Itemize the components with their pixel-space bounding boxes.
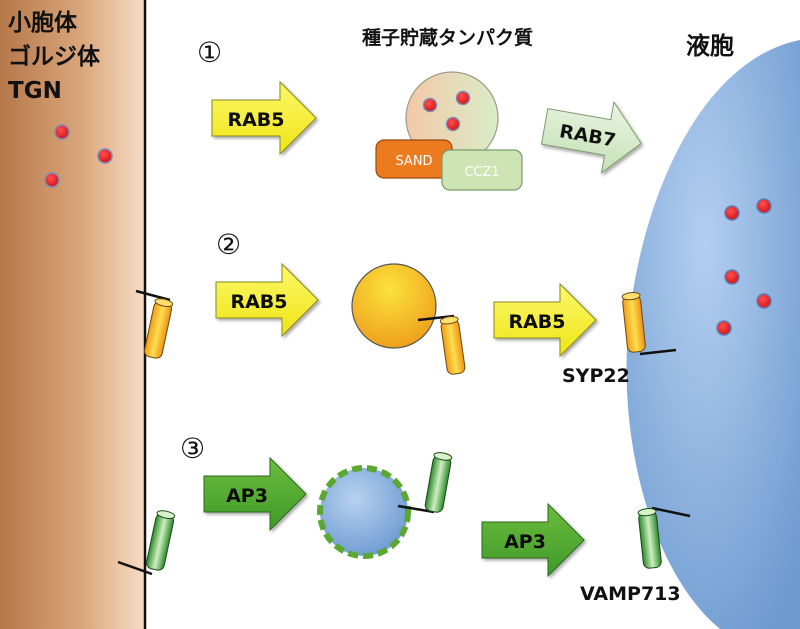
rab5-arrow-label: RAB5: [227, 109, 284, 131]
rab5-arrow: RAB5: [215, 262, 319, 338]
vacuole: 液胞: [626, 32, 800, 629]
vamp713-label: VAMP713: [580, 583, 681, 605]
vacuole-label: 液胞: [686, 32, 734, 60]
rab5-arrow-label: RAB5: [508, 311, 565, 333]
cargo-dot: [54, 124, 70, 140]
cargo-dot: [716, 320, 732, 336]
cargo-dot: [422, 97, 438, 113]
tgn-snare-green: [117, 510, 176, 576]
pathway-number-2: ②: [216, 228, 241, 261]
ap3-arrow: AP3: [203, 456, 307, 532]
cargo-dot: [724, 205, 740, 221]
pathway-number-3: ③: [180, 432, 205, 465]
compartment-label-er: 小胞体: [8, 9, 78, 36]
compartment-label-tgn: TGN: [8, 78, 62, 104]
cargo-dot: [455, 90, 471, 106]
pathway-number-1: ①: [197, 36, 222, 69]
tgn-snare-orange: [135, 289, 174, 359]
ccz1-protein: CCZ1: [441, 149, 523, 191]
cargo-dot: [97, 148, 113, 164]
cargo-dot: [756, 198, 772, 214]
compartment-label-golgi: ゴルジ体: [8, 43, 101, 70]
syp22-snare: SYP22: [562, 292, 677, 387]
rab5-vesicle: [351, 263, 466, 375]
rab5-arrow: RAB5: [493, 282, 597, 358]
storage-protein-label: 種子貯蔵タンパク質: [362, 26, 533, 49]
rab5-arrow-label: RAB5: [230, 291, 287, 313]
ap3-coated-vesicle: [317, 452, 453, 559]
pathway-1: ① 種子貯蔵タンパク質 RAB5 SAND CCZ1 RAB7: [197, 26, 642, 191]
vamp713-snare: VAMP713: [580, 506, 691, 605]
rab7-arrow: RAB7: [540, 100, 642, 175]
pathway-2: ② RAB5 RAB5: [135, 228, 677, 387]
cargo-dot: [756, 293, 772, 309]
ccz1-label: CCZ1: [464, 165, 499, 180]
er-golgi-tgn-compartment: 小胞体 ゴルジ体 TGN: [0, 0, 147, 629]
cargo-dot: [445, 116, 461, 132]
syp22-label: SYP22: [562, 365, 630, 387]
cargo-dot: [724, 269, 740, 285]
cargo-dot: [44, 172, 60, 188]
ap3-arrow: AP3: [481, 502, 585, 578]
ap3-arrow-label: AP3: [504, 531, 546, 553]
sand-protein: SAND: [375, 139, 453, 179]
ap3-arrow-label: AP3: [226, 485, 268, 507]
sand-label: SAND: [395, 154, 432, 169]
pathway-3: ③ AP3 AP3: [117, 432, 691, 605]
rab5-arrow: RAB5: [211, 80, 317, 156]
